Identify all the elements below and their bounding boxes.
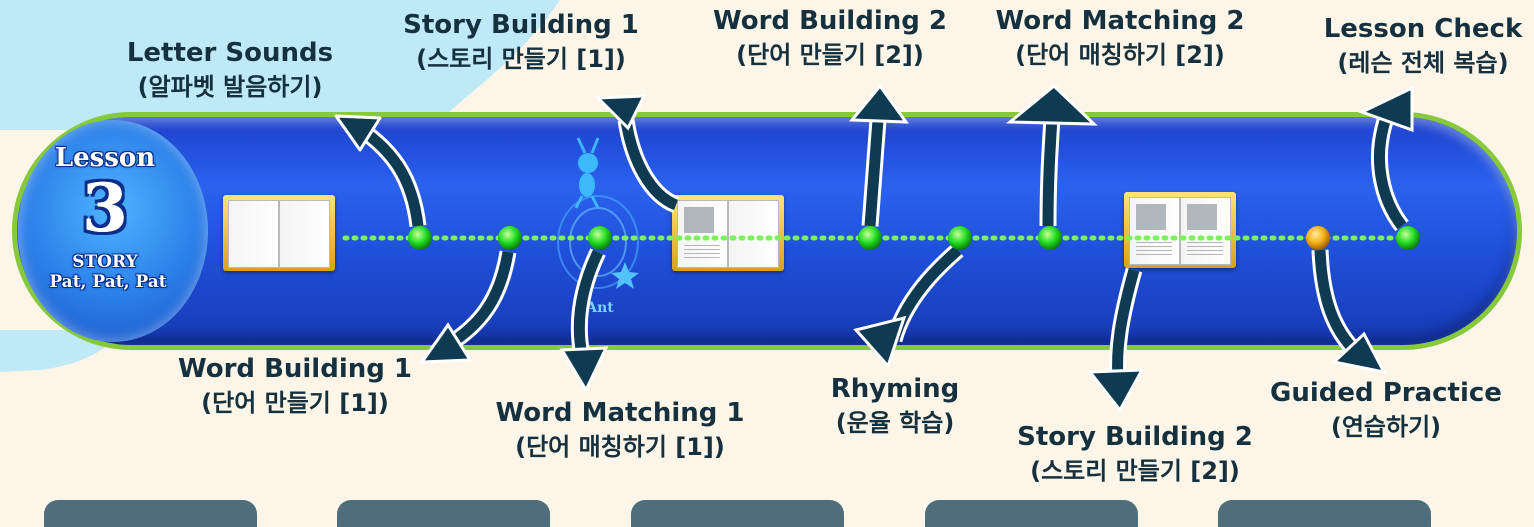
label-letter-sounds: Letter Sounds(알파벳 발음하기) <box>126 38 334 101</box>
story-book-closed[interactable] <box>223 195 335 271</box>
arrow-word-matching-1 <box>559 248 609 394</box>
node-letter-sounds <box>408 226 432 250</box>
lesson-title: Lesson <box>54 143 156 173</box>
arrow-letter-sounds <box>334 114 427 228</box>
footer-button-2[interactable] <box>337 500 550 527</box>
arrow-story-building-2 <box>1086 267 1145 413</box>
ant-mascot-label: Ant <box>585 300 614 316</box>
node-rhyming <box>948 226 972 250</box>
label-word-building-2: Word Building 2(단어 만들기 [2]) <box>712 6 948 69</box>
footer-button-1[interactable] <box>44 500 257 527</box>
label-lesson-check: Lesson Check(레슨 전체 복습) <box>1323 14 1523 77</box>
lesson-type: STORY <box>72 252 138 272</box>
lesson-number: 3 <box>82 169 128 247</box>
arrow-word-building-1 <box>419 250 517 364</box>
arrow-word-building-2 <box>848 83 910 227</box>
arrow-guided-practice <box>1311 249 1387 375</box>
node-lesson-check <box>1396 226 1420 250</box>
node-word-matching-1 <box>588 226 612 250</box>
node-guided-practice <box>1306 226 1330 250</box>
node-word-matching-2 <box>1038 226 1062 250</box>
story-book-2[interactable] <box>1124 192 1236 268</box>
label-word-matching-1: Word Matching 1(단어 매칭하기 [1]) <box>495 398 745 461</box>
label-story-building-1: Story Building 1(스토리 만들기 [1]) <box>403 10 639 73</box>
story-book-1[interactable] <box>672 195 784 271</box>
label-rhyming: Rhyming(운율 학습) <box>830 374 960 437</box>
arrow-rhyming <box>853 243 964 369</box>
arrow-lesson-check <box>1358 85 1414 232</box>
label-word-matching-2: Word Matching 2(단어 매칭하기 [2]) <box>995 6 1245 69</box>
node-word-building-2 <box>858 226 882 250</box>
lesson-story-name: Pat, Pat, Pat <box>49 272 167 292</box>
label-word-building-1: Word Building 1(단어 만들기 [1]) <box>177 354 413 417</box>
footer-button-4[interactable] <box>925 500 1138 527</box>
node-word-building-1 <box>498 226 522 250</box>
arrow-word-matching-2 <box>1005 84 1098 227</box>
footer-button-3[interactable] <box>631 500 844 527</box>
label-story-building-2: Story Building 2(스토리 만들기 [2]) <box>1017 422 1253 485</box>
lesson-badge <box>18 120 208 342</box>
label-guided-practice: Guided Practice(연습하기) <box>1270 378 1502 441</box>
arrow-story-building-1 <box>594 94 680 213</box>
footer-button-5[interactable] <box>1218 500 1431 527</box>
